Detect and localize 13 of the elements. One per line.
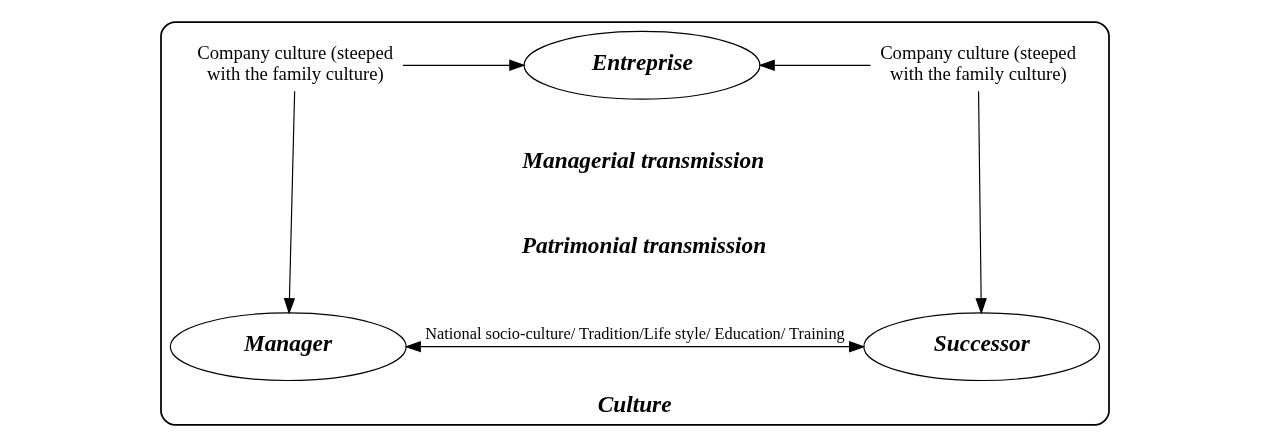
label: Patrimonial transmission: [521, 232, 767, 259]
arrow: [402, 59, 526, 72]
arrow: [404, 340, 866, 353]
label: Managerial transmission: [522, 147, 765, 174]
node-ellipse: Successor: [863, 312, 1101, 382]
node-text: Company culture (steeped with the family culture): [880, 42, 1076, 85]
arrow: [758, 59, 872, 72]
node-text: Company culture (steeped with the family culture): [197, 42, 394, 85]
arrow: [283, 90, 296, 315]
arrow: [975, 90, 987, 315]
node-ellipse: Entreprise: [523, 30, 761, 100]
node-ellipse: Manager: [169, 312, 407, 382]
edge-label: National socio-culture/ Tradition/Life style/ Education/ Training: [425, 323, 845, 343]
